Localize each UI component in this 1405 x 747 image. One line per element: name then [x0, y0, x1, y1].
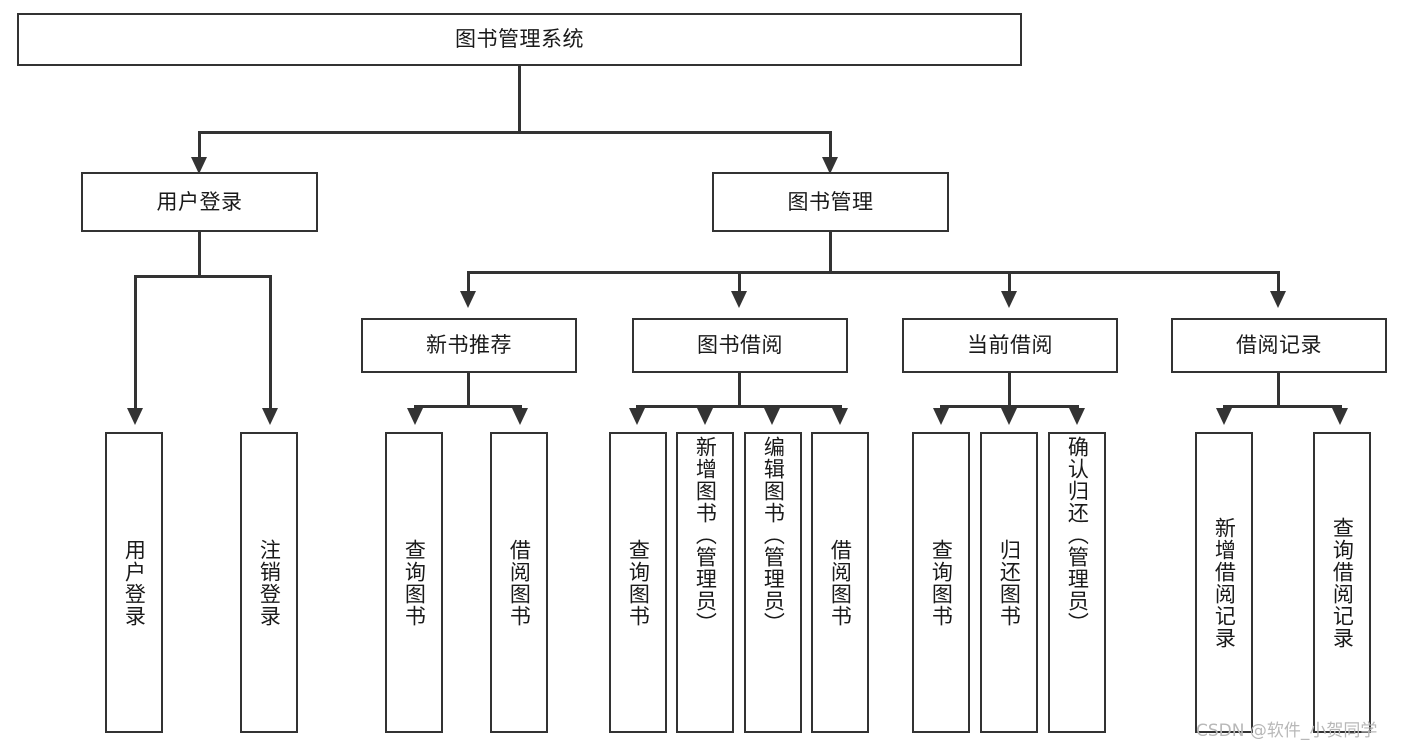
node-current-borrow[interactable]: 当前借阅: [902, 318, 1118, 373]
arrow-to-new-book-rec: [460, 291, 476, 308]
node-leaf-borrow-book-2[interactable]: 借阅图书: [811, 432, 869, 733]
node-leaf-borrow-book-1[interactable]: 借阅图书: [490, 432, 548, 733]
node-leaf-user-login-label: 用户登录: [122, 538, 147, 627]
edge-br-trunk: [1277, 373, 1280, 406]
node-leaf-query-record[interactable]: 查询借阅记录: [1313, 432, 1371, 733]
node-borrow-record[interactable]: 借阅记录: [1171, 318, 1387, 373]
node-leaf-query-book-3-label: 查询图书: [929, 538, 954, 627]
arrow-to-leaf-logout: [262, 408, 278, 425]
node-book-manage[interactable]: 图书管理: [712, 172, 949, 232]
edge-user-login-drop-1: [134, 275, 137, 412]
node-user-login[interactable]: 用户登录: [81, 172, 318, 232]
node-leaf-query-book-1[interactable]: 查询图书: [385, 432, 443, 733]
arrow-to-leaf-query-record: [1332, 408, 1348, 425]
arrow-to-leaf-return-book: [1001, 408, 1017, 425]
edge-bb-trunk: [738, 373, 741, 406]
arrow-root-to-user-login: [191, 157, 207, 174]
node-root[interactable]: 图书管理系统: [17, 13, 1022, 66]
arrow-to-leaf-borrow-book-2: [832, 408, 848, 425]
node-leaf-return-book[interactable]: 归还图书: [980, 432, 1038, 733]
node-user-login-label: 用户登录: [156, 189, 243, 214]
node-borrow-record-label: 借阅记录: [1236, 333, 1322, 358]
node-leaf-confirm-return-label: 确认归还（管理员）: [1065, 436, 1090, 634]
edge-root-to-user-login: [198, 131, 201, 161]
node-book-borrow-label: 图书借阅: [697, 333, 783, 358]
node-leaf-edit-book[interactable]: 编辑图书（管理员）: [744, 432, 802, 733]
edge-bm-drop-4: [1277, 271, 1280, 295]
watermark: CSDN @软件_小贺同学: [1196, 721, 1378, 741]
node-leaf-borrow-book-1-label: 借阅图书: [507, 538, 532, 627]
node-leaf-add-book-label: 新增图书（管理员）: [693, 436, 718, 634]
edge-root-trunk: [518, 66, 521, 132]
edge-book-manage-bus: [467, 271, 1279, 274]
arrow-to-leaf-confirm-return: [1069, 408, 1085, 425]
edge-cb-trunk: [1008, 373, 1011, 406]
node-leaf-return-book-label: 归还图书: [997, 538, 1022, 627]
edge-bm-drop-2: [738, 271, 741, 295]
arrow-to-leaf-query-book-1: [407, 408, 423, 425]
arrow-to-leaf-query-book-2: [629, 408, 645, 425]
node-leaf-user-login[interactable]: 用户登录: [105, 432, 163, 733]
edge-root-bus: [198, 131, 832, 134]
node-leaf-logout-label: 注销登录: [257, 538, 282, 627]
edge-root-to-book-manage: [829, 131, 832, 161]
arrow-to-leaf-edit-book: [764, 408, 780, 425]
node-leaf-confirm-return[interactable]: 确认归还（管理员）: [1048, 432, 1106, 733]
arrow-to-leaf-add-book: [697, 408, 713, 425]
node-book-manage-label: 图书管理: [787, 189, 874, 214]
edge-book-manage-trunk: [829, 232, 832, 272]
edge-bm-drop-3: [1008, 271, 1011, 295]
arrow-to-leaf-user-login: [127, 408, 143, 425]
node-leaf-query-book-2-label: 查询图书: [626, 538, 651, 627]
arrow-to-borrow-record: [1270, 291, 1286, 308]
edge-bm-drop-1: [467, 271, 470, 295]
arrow-to-leaf-add-record: [1216, 408, 1232, 425]
node-leaf-query-record-label: 查询借阅记录: [1330, 516, 1355, 649]
node-root-label: 图书管理系统: [455, 27, 584, 52]
arrow-to-leaf-query-book-3: [933, 408, 949, 425]
node-leaf-edit-book-label: 编辑图书（管理员）: [761, 436, 786, 634]
node-leaf-add-book[interactable]: 新增图书（管理员）: [676, 432, 734, 733]
node-leaf-add-record-label: 新增借阅记录: [1212, 516, 1237, 649]
arrow-to-current-borrow: [1001, 291, 1017, 308]
node-new-book-rec-label: 新书推荐: [426, 333, 512, 358]
node-leaf-query-book-3[interactable]: 查询图书: [912, 432, 970, 733]
edge-user-login-bus: [134, 275, 271, 278]
edge-user-login-drop-2: [269, 275, 272, 412]
node-book-borrow[interactable]: 图书借阅: [632, 318, 848, 373]
arrow-to-book-borrow: [731, 291, 747, 308]
edge-nbr-bus: [414, 405, 522, 408]
edge-nbr-trunk: [467, 373, 470, 406]
edge-bb-bus: [636, 405, 842, 408]
node-leaf-add-record[interactable]: 新增借阅记录: [1195, 432, 1253, 733]
node-leaf-borrow-book-2-label: 借阅图书: [828, 538, 853, 627]
node-leaf-query-book-1-label: 查询图书: [402, 538, 427, 627]
node-leaf-logout[interactable]: 注销登录: [240, 432, 298, 733]
edge-br-bus: [1223, 405, 1341, 408]
edge-user-login-trunk: [198, 232, 201, 276]
arrow-root-to-book-manage: [822, 157, 838, 174]
node-leaf-query-book-2[interactable]: 查询图书: [609, 432, 667, 733]
node-new-book-rec[interactable]: 新书推荐: [361, 318, 577, 373]
node-current-borrow-label: 当前借阅: [967, 333, 1053, 358]
arrow-to-leaf-borrow-book-1: [512, 408, 528, 425]
